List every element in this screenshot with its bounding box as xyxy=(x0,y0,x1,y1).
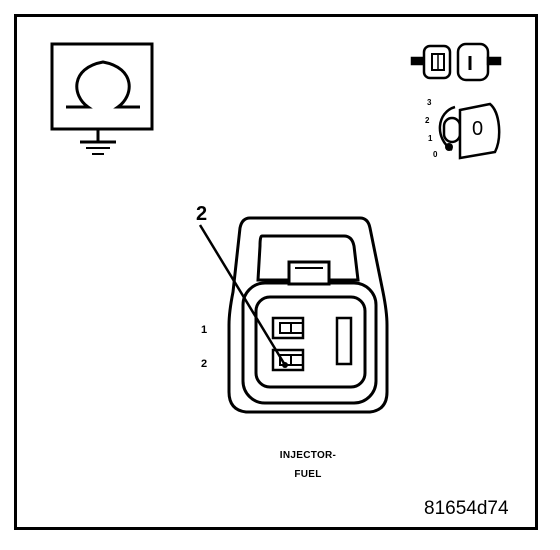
diagram-frame xyxy=(14,14,538,530)
connector-disconnect-icon xyxy=(410,42,502,82)
ignition-position-2: 2 xyxy=(425,116,430,125)
ignition-key-label: 0 xyxy=(472,118,484,140)
pin-label-1: 1 xyxy=(201,324,208,336)
connector-body xyxy=(227,216,389,414)
connector-name-line1: INJECTOR- xyxy=(279,450,337,461)
ohmmeter-ground-icon xyxy=(50,42,154,155)
ignition-position-0: 0 xyxy=(433,150,438,159)
figure-code: 81654d74 xyxy=(424,498,509,519)
terminal-cavity-1 xyxy=(271,316,305,340)
pin-label-2: 2 xyxy=(201,358,208,370)
ignition-position-3: 3 xyxy=(427,98,432,107)
ignition-position-1: 1 xyxy=(428,134,433,143)
terminal-callout-number: 2 xyxy=(196,203,208,225)
ignition-key-off-icon xyxy=(438,102,501,160)
callout-leader xyxy=(198,224,288,368)
connector-name-line2: FUEL xyxy=(294,469,322,480)
